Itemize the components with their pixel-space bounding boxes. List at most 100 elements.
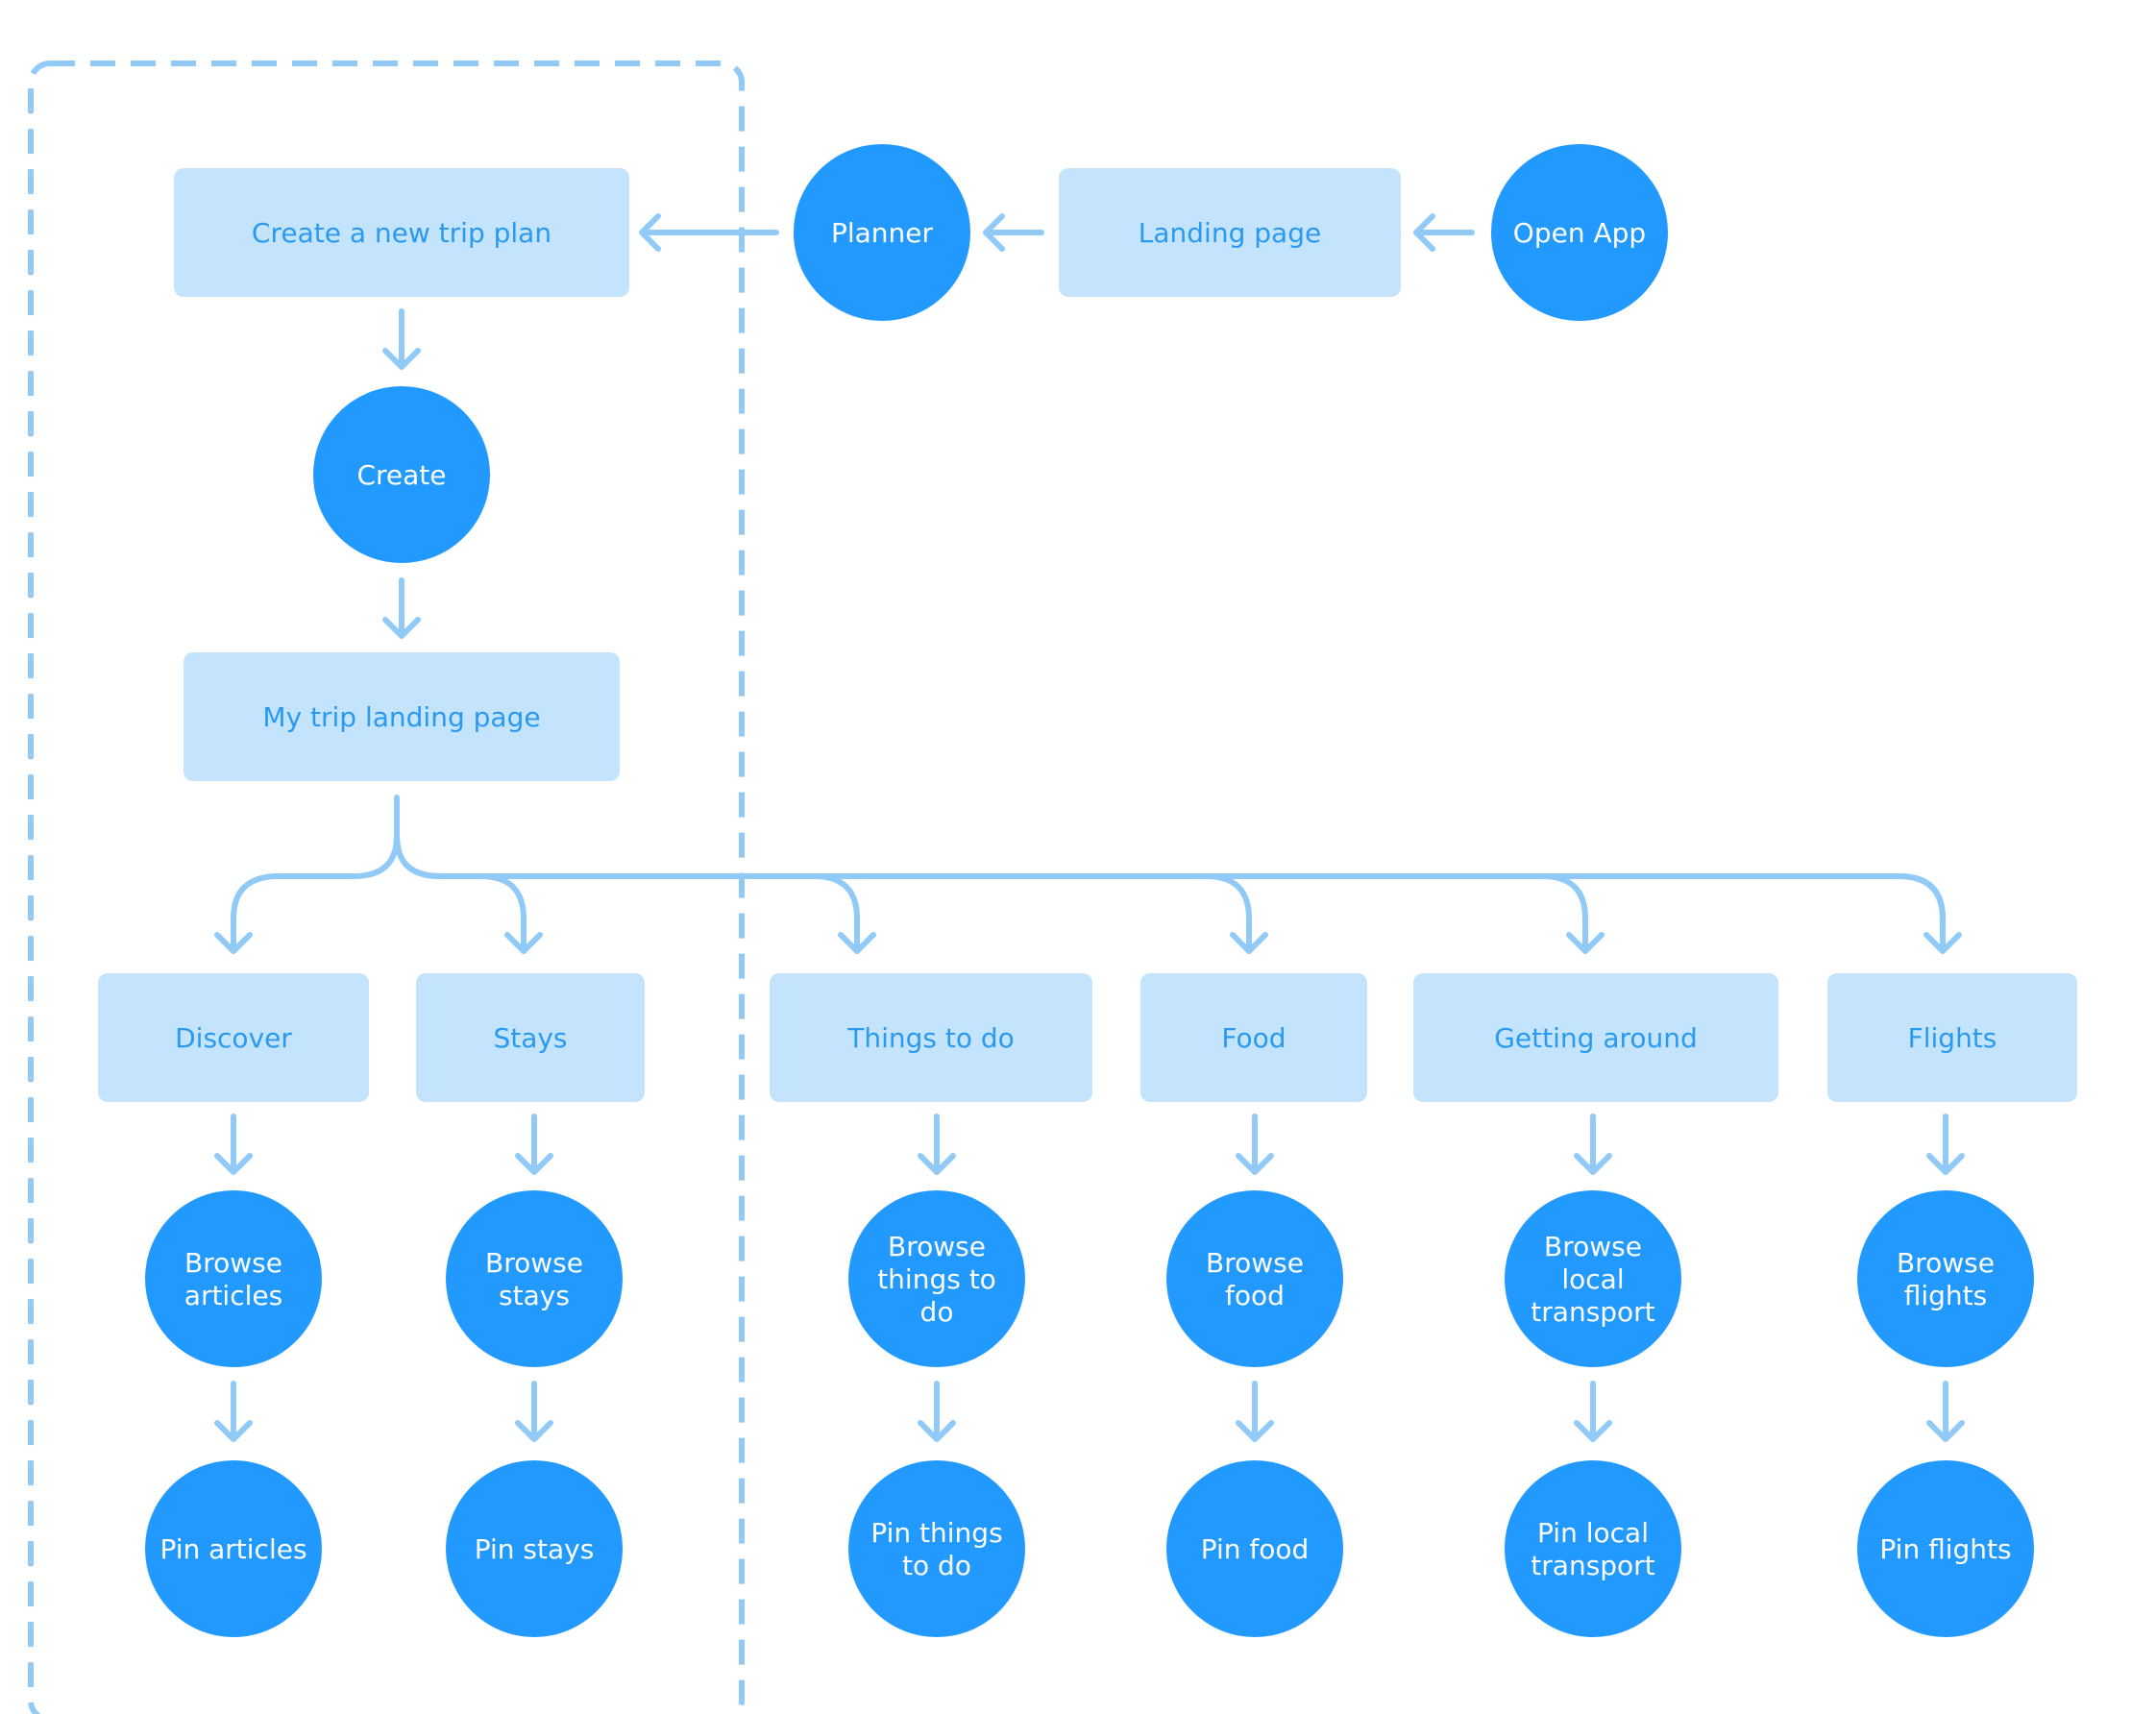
branch-arrowhead-getting-around bbox=[1566, 932, 1605, 954]
branch-arrowhead-flights bbox=[1923, 932, 1962, 954]
branch-arrowhead-food bbox=[1230, 932, 1268, 954]
node-pin-stays-circle bbox=[446, 1460, 623, 1637]
arrow-category-to-browse-discover bbox=[214, 1114, 253, 1175]
node-browse-flights-label-line-1: Browse bbox=[1897, 1247, 1995, 1279]
node-browse-local-transport-label-line-2: local bbox=[1561, 1263, 1624, 1295]
node-browse-food-label-line-2: food bbox=[1225, 1280, 1285, 1311]
node-landing-page-label: Landing page bbox=[1139, 217, 1321, 249]
node-pin-flights-circle bbox=[1857, 1460, 2034, 1637]
branch-to-getting-around bbox=[1539, 873, 1588, 954]
node-pin-things-to-do-circle bbox=[848, 1460, 1025, 1637]
branch-to-stays bbox=[394, 833, 527, 954]
arrow-browse-to-pin-flights bbox=[1926, 1381, 1965, 1442]
node-browse-local-transport-label-line-3: transport bbox=[1531, 1296, 1654, 1328]
node-food: Food bbox=[1140, 973, 1367, 1102]
arrow-create-to-my-trip bbox=[382, 577, 421, 639]
node-pin-food-circle bbox=[1166, 1460, 1343, 1637]
node-browse-food-label-line-1: Browse bbox=[1206, 1247, 1304, 1279]
arrow-browse-to-pin-getting-around bbox=[1574, 1381, 1612, 1442]
node-browse-flights-circle bbox=[1857, 1190, 2034, 1367]
node-flights-box bbox=[1827, 973, 2077, 1102]
node-pin-food: Pin food bbox=[1166, 1460, 1343, 1637]
node-create-trip-plan-label: Create a new trip plan bbox=[252, 217, 551, 249]
node-my-trip-landing-page-box bbox=[184, 652, 620, 781]
node-create-label-line-1: Create bbox=[356, 459, 446, 491]
node-getting-around-box bbox=[1413, 973, 1778, 1102]
arrow-category-to-browse-getting-around bbox=[1574, 1114, 1612, 1175]
branch-to-things-to-do bbox=[811, 873, 860, 954]
node-open-app: Open App bbox=[1491, 144, 1668, 321]
arrow-browse-to-pin-food bbox=[1236, 1381, 1274, 1442]
node-getting-around: Getting around bbox=[1413, 973, 1778, 1102]
node-browse-stays-label-line-1: Browse bbox=[485, 1247, 583, 1279]
node-flights: Flights bbox=[1827, 973, 2077, 1102]
node-pin-articles-label-line-1: Pin articles bbox=[159, 1533, 306, 1565]
node-things-to-do-box bbox=[770, 973, 1092, 1102]
node-browse-stays-label-line-2: stays bbox=[499, 1280, 570, 1311]
node-browse-articles-circle bbox=[145, 1190, 322, 1367]
node-create: Create bbox=[313, 386, 490, 563]
node-pin-local-transport-label-line-1: Pin local bbox=[1537, 1517, 1649, 1549]
node-discover-box bbox=[98, 973, 369, 1102]
arrow-category-to-browse-stays bbox=[515, 1114, 553, 1175]
branch-arrowhead-stays bbox=[504, 932, 543, 954]
branch-to-flights bbox=[1897, 873, 1946, 954]
node-browse-articles-label-line-1: Browse bbox=[184, 1247, 282, 1279]
branch-arrowhead-discover bbox=[214, 932, 253, 954]
node-browse-things-to-do-circle bbox=[848, 1190, 1025, 1367]
node-pin-food-label-line-1: Pin food bbox=[1201, 1533, 1310, 1565]
node-things-to-do-label: Things to do bbox=[846, 1022, 1015, 1054]
node-discover-label: Discover bbox=[175, 1022, 292, 1054]
node-getting-around-label: Getting around bbox=[1494, 1022, 1698, 1054]
node-pin-things-to-do-label-line-2: to do bbox=[902, 1550, 971, 1581]
node-things-to-do: Things to do bbox=[770, 973, 1092, 1102]
node-pin-local-transport-circle bbox=[1505, 1460, 1681, 1637]
node-food-box bbox=[1140, 973, 1367, 1102]
node-pin-articles-circle bbox=[145, 1460, 322, 1637]
node-stays-box bbox=[416, 973, 645, 1102]
arrow-browse-to-pin-things-to-do bbox=[918, 1381, 956, 1442]
node-browse-local-transport-circle bbox=[1505, 1190, 1681, 1367]
arrow-planner-to-create-plan bbox=[639, 213, 779, 252]
node-pin-stays: Pin stays bbox=[446, 1460, 623, 1637]
node-browse-things-to-do-label-line-3: do bbox=[920, 1296, 954, 1328]
node-my-trip-landing-page: My trip landing page bbox=[184, 652, 620, 781]
node-open-app-circle bbox=[1491, 144, 1668, 321]
group-dashed-frame bbox=[28, 61, 745, 1714]
node-open-app-label-line-1: Open App bbox=[1513, 217, 1646, 249]
arrow-category-to-browse-flights bbox=[1926, 1114, 1965, 1175]
node-planner-label-line-1: Planner bbox=[831, 217, 934, 249]
arrow-create-plan-to-create bbox=[382, 308, 421, 370]
branch-arrowhead-things-to-do bbox=[838, 932, 876, 954]
node-create-trip-plan: Create a new trip plan bbox=[174, 168, 629, 297]
node-food-label: Food bbox=[1221, 1022, 1286, 1054]
node-pin-articles: Pin articles bbox=[145, 1460, 322, 1637]
node-create-circle bbox=[313, 386, 490, 563]
node-planner-circle bbox=[794, 144, 970, 321]
node-browse-things-to-do-label-line-2: things to bbox=[877, 1263, 996, 1295]
node-browse-stays-circle bbox=[446, 1190, 623, 1367]
node-pin-things-to-do-label-line-1: Pin things bbox=[870, 1517, 1002, 1549]
node-landing-page-box bbox=[1059, 168, 1401, 297]
arrow-landing-to-planner bbox=[983, 213, 1044, 252]
arrow-browse-to-pin-stays bbox=[515, 1381, 553, 1442]
node-pin-local-transport-label-line-2: transport bbox=[1531, 1550, 1654, 1581]
arrow-category-to-browse-food bbox=[1236, 1114, 1274, 1175]
branch-trunk bbox=[394, 795, 1946, 921]
arrow-browse-to-pin-discover bbox=[214, 1381, 253, 1442]
node-browse-articles-label-line-2: articles bbox=[184, 1280, 282, 1311]
branch-to-discover bbox=[231, 833, 400, 954]
node-browse-flights-label-line-2: flights bbox=[1904, 1280, 1988, 1311]
node-browse-local-transport-label-line-1: Browse bbox=[1544, 1231, 1642, 1262]
node-landing-page: Landing page bbox=[1059, 168, 1401, 297]
node-stays-label: Stays bbox=[493, 1022, 567, 1054]
arrow-category-to-browse-things-to-do bbox=[918, 1114, 956, 1175]
